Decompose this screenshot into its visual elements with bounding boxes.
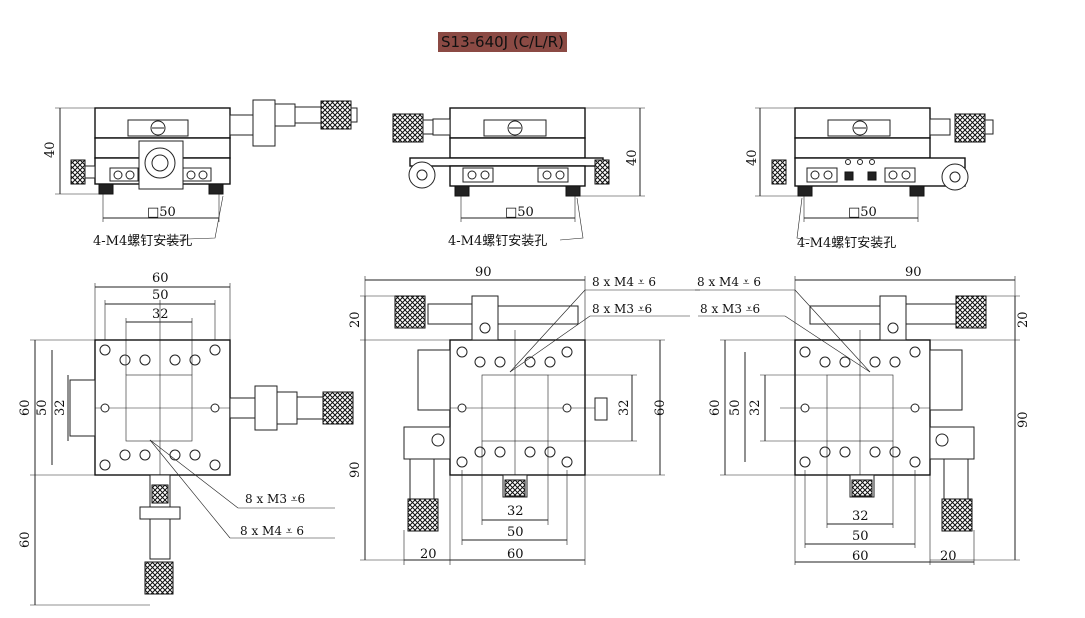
mount-label-2: 4-M4螺钉安装孔 bbox=[448, 234, 547, 249]
dim-top3-50: 50 bbox=[852, 529, 869, 544]
top-view-right bbox=[695, 276, 1020, 565]
dim-top2-20b: 20 bbox=[420, 547, 437, 562]
dim-top3-side60: 60 bbox=[708, 399, 723, 416]
dim-top2-90: 90 bbox=[475, 265, 492, 280]
front-view-right bbox=[755, 107, 994, 241]
dim-front2-sq50: □50 bbox=[505, 205, 534, 220]
dim-top3-90: 90 bbox=[905, 265, 922, 280]
dim-top2-32: 32 bbox=[507, 504, 524, 519]
dim-top1-side60: 60 bbox=[18, 399, 33, 416]
dim-top1-32: 32 bbox=[152, 307, 169, 322]
hole-label-m3-3: 8 x M3 ⩡6 bbox=[700, 302, 760, 316]
drawing-title: S13-640J (C/L/R) bbox=[438, 32, 567, 52]
dim-top2-side60: 60 bbox=[653, 399, 668, 416]
front-view-left bbox=[55, 99, 358, 241]
dim-top1-50: 50 bbox=[152, 288, 169, 303]
hole-label-m4-2: 8 x M4 ⩡ 6 bbox=[592, 275, 656, 289]
mount-label-1: 4-M4螺钉安装孔 bbox=[93, 234, 192, 249]
dim-front2-height: 40 bbox=[625, 149, 640, 166]
dim-front3-height: 40 bbox=[745, 149, 760, 166]
hole-label-m3-2: 8 x M3 ⩡6 bbox=[592, 302, 652, 316]
dim-front1-height: 40 bbox=[43, 141, 58, 158]
dim-top2-side90: 90 bbox=[348, 461, 363, 478]
dim-top2-side32: 32 bbox=[617, 399, 632, 416]
dim-front3-sq50: □50 bbox=[848, 205, 877, 220]
dim-top3-side32: 32 bbox=[748, 399, 763, 416]
dim-top3-60: 60 bbox=[852, 549, 869, 564]
mount-label-3: 4-M4螺钉安装孔 bbox=[797, 236, 896, 251]
front-view-center bbox=[392, 107, 645, 241]
dim-front1-sq50: □50 bbox=[147, 205, 176, 220]
dim-top1-side32: 32 bbox=[53, 399, 68, 416]
top-view-center bbox=[360, 276, 700, 565]
hole-label-m4-1: 8 x M4 ⩡ 6 bbox=[240, 524, 304, 538]
dim-top3-side50: 50 bbox=[728, 399, 743, 416]
dim-top2-60: 60 bbox=[507, 547, 524, 562]
dim-top3-20b: 20 bbox=[940, 549, 957, 564]
hole-label-m3-1: 8 x M3 ⩡6 bbox=[245, 492, 305, 506]
top-view-left bbox=[30, 283, 354, 606]
dim-top1-bottom60: 60 bbox=[18, 531, 33, 548]
dim-top2-20: 20 bbox=[348, 311, 363, 328]
dim-top1-60: 60 bbox=[152, 271, 169, 286]
dim-top3-32: 32 bbox=[852, 509, 869, 524]
dim-top1-side50: 50 bbox=[35, 399, 50, 416]
dim-top3-20: 20 bbox=[1016, 311, 1031, 328]
dim-top3-side90: 90 bbox=[1016, 411, 1031, 428]
dim-top2-50: 50 bbox=[507, 525, 524, 540]
hole-label-m4-3: 8 x M4 ⩡ 6 bbox=[697, 275, 761, 289]
